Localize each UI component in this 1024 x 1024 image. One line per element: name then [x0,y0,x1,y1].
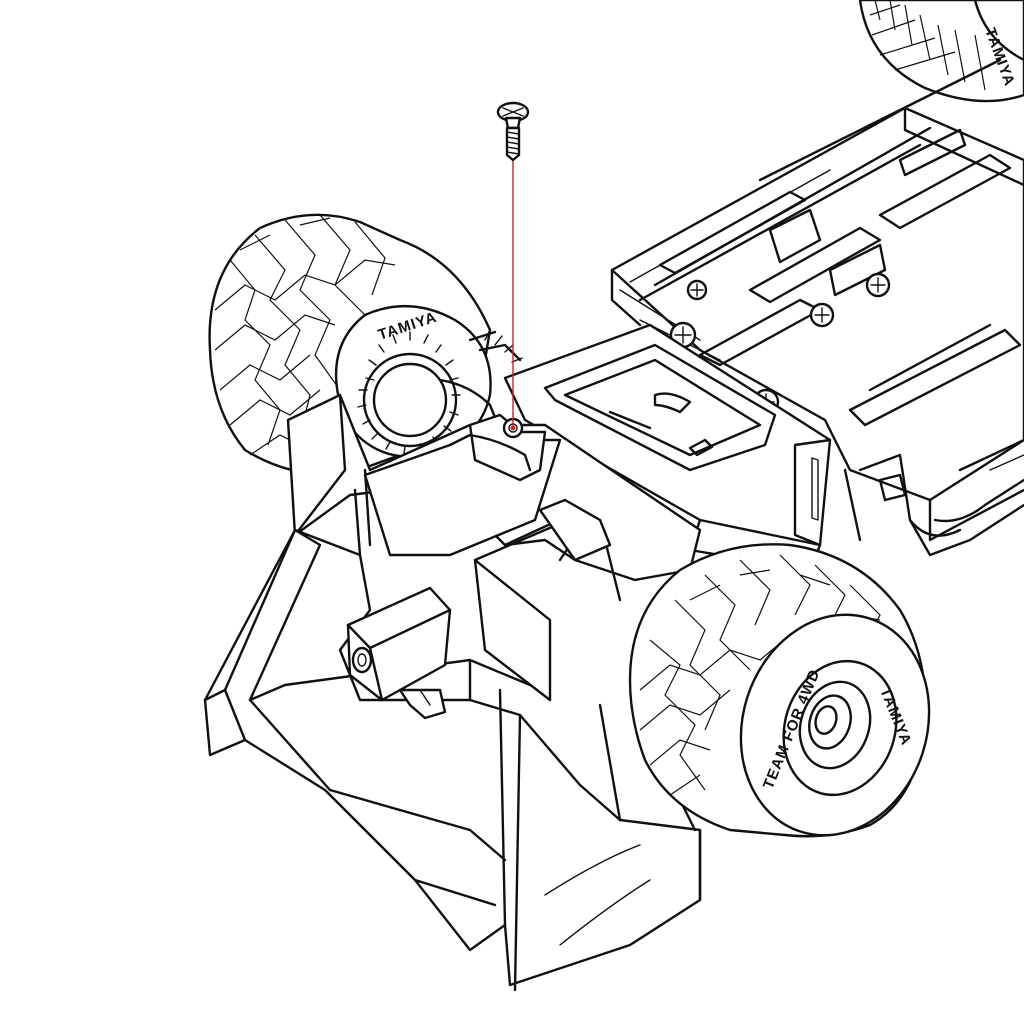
bumper-block [346,586,452,720]
chassis-screw-icon [686,279,708,301]
front-left-wheel: TAMIYA [208,213,523,477]
screw-icon [496,101,530,162]
front-wing [203,528,702,992]
insertion-point [510,425,516,431]
front-right-wheel: TEAM FOR 4WD TAMIYA [628,543,931,838]
chassis-frame [610,58,1024,557]
screw-part [496,101,530,431]
chassis-screw-icon [809,302,835,328]
chassis-screw-icon [865,272,891,298]
rear-wheel: TAMIYA [858,0,1024,103]
gear-cover-body [286,323,832,702]
